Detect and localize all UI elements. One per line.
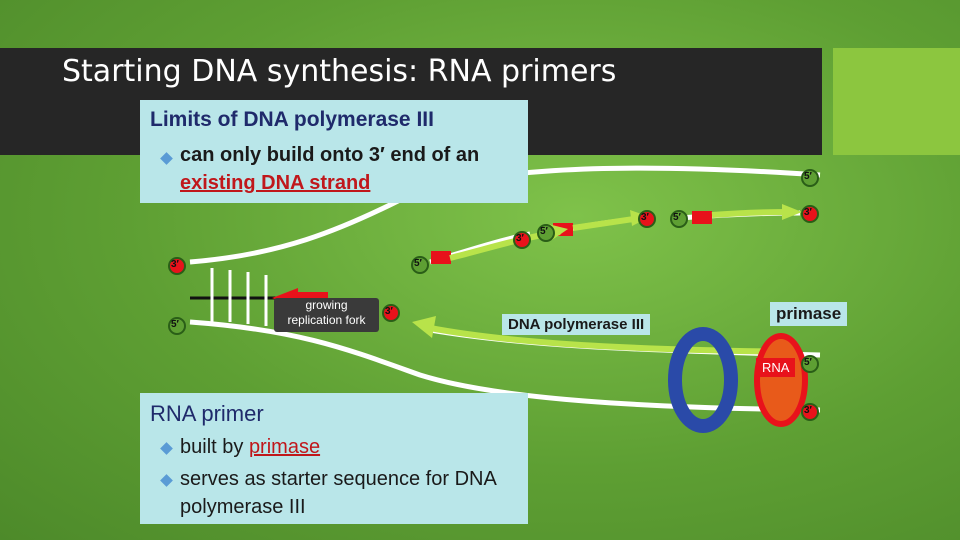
limits-box: Limits of DNA polymerase III can only bu… [140,100,528,203]
primase [754,333,808,427]
limits-bullet-text: can only build onto 3′ end of an [180,144,480,166]
synthesis-arrow-3 [711,209,791,218]
accent-block [833,48,960,155]
lower-synthesis-arrow [429,325,801,355]
end-label-5prime: 5′ [171,319,179,330]
end-label-3prime: 3′ [171,259,179,270]
fork-label-line1: growing [305,298,348,312]
end-label-5prime: 5′ [804,171,812,182]
primer-1 [431,251,451,264]
bullet-diamond-icon [160,152,173,165]
rna-label: RNA [756,358,796,377]
end-label-5prime: 5′ [804,357,812,368]
end-markers [168,169,819,421]
end-label-3prime: 3′ [804,207,812,218]
end-label-3prime: 3′ [385,306,393,317]
limits-bullet: can only build onto 3′ end of an existin… [180,141,520,197]
dna-polymerase [668,327,738,433]
synthesis-arrowhead-3 [782,204,802,220]
end-label-5prime: 5′ [414,258,422,269]
rna-primer-bullet-1-highlight: primase [248,436,321,458]
lower-arrowhead [412,316,436,338]
dna-polymerase-label: DNA polymerase III [502,314,651,335]
page-title: Starting DNA synthesis: RNA primers [62,54,617,89]
fork-label: growing replication fork [274,298,379,332]
rna-primer-bullet-2: serves as starter sequence for DNA polym… [180,468,496,518]
rna-primer-bullet-1-text: built by [180,436,249,458]
base-pair-rungs [210,268,268,326]
end-label-5prime: 5′ [540,226,548,237]
end-label-3prime: 3′ [641,212,649,223]
synthesis-arrow-2 [572,215,641,231]
bullet-diamond-icon [160,474,173,487]
primase-label: primase [770,302,848,326]
primer-3 [692,211,712,224]
rna-primer-bullet-1: built by primase [180,433,520,461]
rna-primer-box: RNA primer built by primase serves as st… [140,393,528,524]
rna-primer-heading: RNA primer [150,401,264,426]
bullet-diamond-icon [160,442,173,455]
limits-heading: Limits of DNA polymerase III [150,108,434,131]
end-label-3prime: 3′ [804,405,812,416]
limits-bullet-highlight: existing DNA strand [180,172,371,194]
end-label-3prime: 3′ [516,233,524,244]
fork-label-line2: replication fork [287,313,366,327]
end-label-5prime: 5′ [673,212,681,223]
